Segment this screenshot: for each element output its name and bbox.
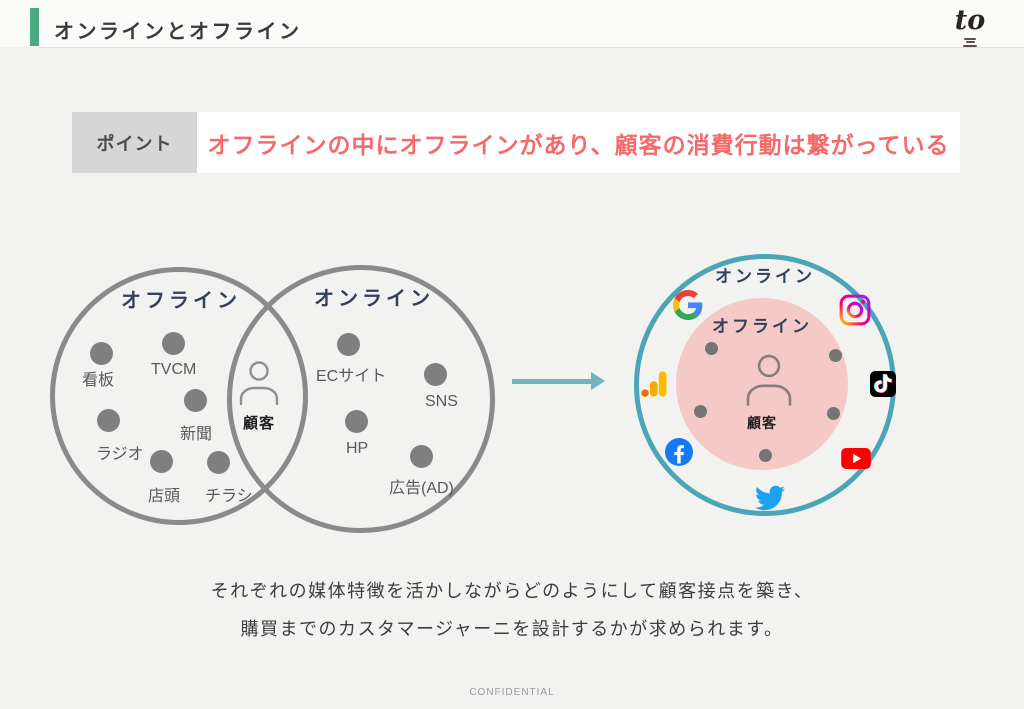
header-divider (40, 47, 1024, 48)
customer-label: 顧客 (242, 415, 275, 432)
touchpoint-dot (705, 342, 718, 355)
media-label: ラジオ (96, 446, 144, 463)
media-label: 広告(AD) (389, 480, 454, 497)
header-band (0, 0, 1024, 47)
facebook-icon (665, 438, 693, 466)
target-offline-circle (676, 298, 848, 470)
point-message: オフラインの中にオフラインがあり、顧客の消費行動は繋がっている (207, 131, 950, 158)
point-band: オフラインの中にオフラインがあり、顧客の消費行動は繋がっている (197, 112, 960, 173)
right-arrow-icon (512, 372, 605, 390)
media-dot (90, 342, 113, 365)
target-online-label: オンライン (715, 267, 815, 286)
youtube-icon (841, 448, 871, 469)
offline-title: オフライン (121, 290, 241, 312)
media-label: TVCM (151, 361, 197, 378)
media-dot (345, 410, 368, 433)
media-label: HP (346, 440, 369, 457)
target-offline-label: オフライン (712, 317, 812, 336)
customer-label: 顧客 (747, 415, 777, 431)
title-accent-bar (30, 8, 39, 46)
summary-note: それぞれの媒体特徴を活かしながらどのようにして顧客接点を築き、 購買までのカスタ… (0, 572, 1024, 648)
summary-note-line1: それぞれの媒体特徴を活かしながらどのようにして顧客接点を築き、 (210, 581, 814, 601)
touchpoint-dot (827, 407, 840, 420)
media-label: 店頭 (148, 488, 181, 505)
online-circle (227, 265, 495, 533)
twitter-icon (755, 485, 785, 511)
logo-tagline-line (964, 37, 976, 40)
media-dot (162, 332, 185, 355)
media-dot (207, 451, 230, 474)
logo-tagline-line (963, 44, 977, 47)
point-label: ポイント (72, 112, 197, 173)
company-logo: to (938, 6, 1002, 48)
customer-person-icon (239, 361, 279, 406)
logo-tagline-line (965, 41, 975, 43)
media-label: チラシ (205, 488, 253, 505)
media-dot (184, 389, 207, 412)
media-label: SNS (425, 393, 458, 410)
touchpoint-dot (829, 349, 842, 362)
confidential-label: CONFIDENTIAL (469, 687, 555, 698)
media-label: 看板 (82, 372, 115, 389)
media-dot (150, 450, 173, 473)
page-title: オンラインとオフライン (54, 21, 302, 43)
google-analytics-icon (641, 371, 667, 397)
instagram-icon (839, 294, 871, 326)
media-dot (97, 409, 120, 432)
media-dot (424, 363, 447, 386)
online-title: オンライン (314, 288, 434, 310)
touchpoint-dot (759, 449, 772, 462)
media-dot (410, 445, 433, 468)
customer-person-icon (746, 354, 792, 406)
media-dot (337, 333, 360, 356)
summary-note-line2: 購買までのカスタマージャーニを設計するかが求められます。 (240, 619, 784, 639)
media-label: ECサイト (316, 368, 387, 385)
tiktok-icon (870, 371, 896, 397)
google-icon (673, 290, 703, 320)
media-label: 新聞 (180, 426, 213, 443)
touchpoint-dot (694, 405, 707, 418)
logo-text: to (954, 5, 986, 36)
